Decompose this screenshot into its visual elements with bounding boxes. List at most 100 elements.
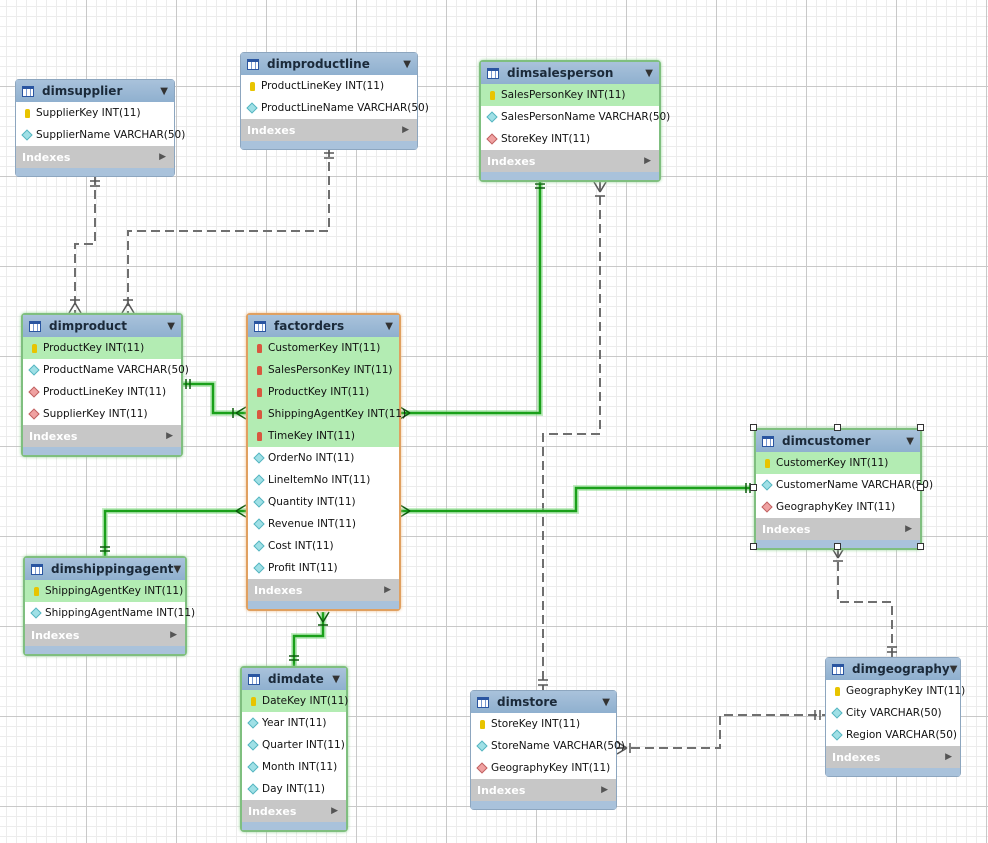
collapse-arrow-icon[interactable]: ▼ (160, 85, 168, 97)
column-row[interactable]: OrderNo INT(11) (248, 447, 399, 469)
link-dimstore-dimgeography[interactable] (617, 714, 825, 749)
indexes-section[interactable]: Indexes▶ (471, 779, 616, 801)
column-row[interactable]: SupplierKey INT(11) (23, 403, 181, 425)
link-dimsupplier-dimproduct[interactable] (74, 176, 96, 313)
column-row[interactable]: Quantity INT(11) (248, 491, 399, 513)
indexes-section[interactable]: Indexes▶ (16, 146, 174, 168)
column-row[interactable]: Day INT(11) (242, 778, 346, 800)
table-header[interactable]: dimstore ▼ (471, 691, 616, 713)
column-row[interactable]: SupplierKey INT(11) (16, 102, 174, 124)
resize-handle[interactable] (917, 543, 924, 550)
collapse-arrow-icon[interactable]: ▼ (385, 320, 393, 332)
resize-handle[interactable] (834, 543, 841, 550)
table-dimsupplier[interactable]: dimsupplier ▼ SupplierKey INT(11) Suppli… (15, 79, 185, 177)
column-row[interactable]: ShippingAgentName INT(11) (25, 602, 195, 624)
expand-arrow-icon[interactable]: ▶ (331, 806, 338, 816)
column-row[interactable]: LineItemNo INT(11) (248, 469, 399, 491)
column-row[interactable]: GeographyKey INT(11) (756, 496, 920, 518)
column-row[interactable]: SalesPersonName VARCHAR(50) (481, 106, 670, 128)
column-row-selected[interactable]: CustomerKey INT(11) (756, 452, 920, 474)
collapse-arrow-icon[interactable]: ▼ (949, 663, 958, 675)
expand-arrow-icon[interactable]: ▶ (170, 630, 177, 640)
column-row[interactable]: StoreKey INT(11) (481, 128, 659, 150)
column-row[interactable]: City VARCHAR(50) (826, 702, 960, 724)
table-dimdate[interactable]: dimdate ▼ DateKey INT(11) Year INT(11) Q… (240, 666, 348, 832)
table-header[interactable]: dimsupplier ▼ (16, 80, 174, 102)
collapse-arrow-icon[interactable]: ▼ (173, 563, 182, 575)
expand-arrow-icon[interactable]: ▶ (644, 156, 651, 166)
column-row-selected[interactable]: CustomerKey INT(11) (248, 337, 399, 359)
table-header[interactable]: dimsalesperson ▼ (481, 62, 659, 84)
expand-arrow-icon[interactable]: ▶ (601, 785, 608, 795)
column-row-selected[interactable]: ProductKey INT(11) (23, 337, 181, 359)
table-header[interactable]: factorders ▼ (248, 315, 399, 337)
column-row-selected[interactable]: SalesPersonKey INT(11) (481, 84, 659, 106)
table-dimproduct[interactable]: dimproduct ▼ ProductKey INT(11) ProductN… (21, 313, 189, 457)
column-row[interactable]: Month INT(11) (242, 756, 346, 778)
table-factorders[interactable]: factorders ▼ CustomerKey INT(11) SalesPe… (246, 313, 406, 611)
column-row[interactable]: StoreName VARCHAR(50) (471, 735, 625, 757)
column-row[interactable]: ProductLineKey INT(11) (241, 75, 417, 97)
table-header[interactable]: dimcustomer ▼ (756, 430, 920, 452)
link-dimproductline-dimproduct[interactable] (127, 148, 330, 313)
collapse-arrow-icon[interactable]: ▼ (332, 673, 340, 685)
resize-handle[interactable] (917, 424, 924, 431)
column-row[interactable]: Revenue INT(11) (248, 513, 399, 535)
column-row[interactable]: GeographyKey INT(11) (471, 757, 616, 779)
table-dimcustomer[interactable]: dimcustomer ▼ CustomerKey INT(11) Custom… (754, 428, 933, 550)
column-row[interactable]: Region VARCHAR(50) (826, 724, 960, 746)
expand-arrow-icon[interactable]: ▶ (945, 752, 952, 762)
table-header[interactable]: dimshippingagent ▼ (25, 558, 185, 580)
column-row[interactable]: SupplierName VARCHAR(50) (16, 124, 185, 146)
expand-arrow-icon[interactable]: ▶ (159, 152, 166, 162)
link-dimcustomer-dimgeography[interactable] (837, 548, 893, 657)
indexes-section[interactable]: Indexes▶ (756, 518, 920, 540)
column-row[interactable]: CustomerName VARCHAR(50) (756, 474, 933, 496)
link-identifying-lines[interactable] (103, 182, 755, 666)
column-row-selected[interactable]: SalesPersonKey INT(11) (248, 359, 399, 381)
column-row-selected[interactable]: ProductKey INT(11) (248, 381, 399, 403)
collapse-arrow-icon[interactable]: ▼ (645, 67, 653, 79)
column-row[interactable]: Quarter INT(11) (242, 734, 346, 756)
indexes-section[interactable]: Indexes▶ (23, 425, 181, 447)
table-header[interactable]: dimgeography ▼ (826, 658, 960, 680)
collapse-arrow-icon[interactable]: ▼ (906, 435, 914, 447)
column-row-selected[interactable]: ShippingAgentKey INT(11) (248, 403, 406, 425)
indexes-section[interactable]: Indexes▶ (248, 579, 399, 601)
column-row[interactable]: ProductLineKey INT(11) (23, 381, 181, 403)
column-row[interactable]: ProductLineName VARCHAR(50) (241, 97, 429, 119)
table-dimgeography[interactable]: dimgeography ▼ GeographyKey INT(11) City… (825, 657, 965, 777)
column-row[interactable]: ProductName VARCHAR(50) (23, 359, 189, 381)
expand-arrow-icon[interactable]: ▶ (384, 585, 391, 595)
resize-handle[interactable] (917, 484, 924, 491)
indexes-section[interactable]: Indexes▶ (242, 800, 346, 822)
resize-handle[interactable] (750, 543, 757, 550)
indexes-section[interactable]: Indexes▶ (25, 624, 185, 646)
column-row-selected[interactable]: ShippingAgentKey INT(11) (25, 580, 185, 602)
table-dimproductline[interactable]: dimproductline ▼ ProductLineKey INT(11) … (240, 52, 429, 150)
column-row-selected[interactable]: TimeKey INT(11) (248, 425, 399, 447)
collapse-arrow-icon[interactable]: ▼ (403, 58, 411, 70)
column-row[interactable]: Cost INT(11) (248, 535, 399, 557)
link-dimsalesperson-dimstore[interactable] (542, 182, 601, 690)
expand-arrow-icon[interactable]: ▶ (402, 125, 409, 135)
indexes-section[interactable]: Indexes▶ (481, 150, 659, 172)
table-dimstore[interactable]: dimstore ▼ StoreKey INT(11) StoreName VA… (470, 690, 625, 810)
indexes-section[interactable]: Indexes▶ (241, 119, 417, 141)
column-row[interactable]: GeographyKey INT(11) (826, 680, 965, 702)
resize-handle[interactable] (750, 424, 757, 431)
expand-arrow-icon[interactable]: ▶ (166, 431, 173, 441)
column-row-selected[interactable]: DateKey INT(11) (242, 690, 348, 712)
column-row[interactable]: Year INT(11) (242, 712, 346, 734)
table-header[interactable]: dimproduct ▼ (23, 315, 181, 337)
table-dimshippingagent[interactable]: dimshippingagent ▼ ShippingAgentKey INT(… (23, 556, 195, 656)
collapse-arrow-icon[interactable]: ▼ (602, 696, 610, 708)
column-row[interactable]: StoreKey INT(11) (471, 713, 616, 735)
indexes-section[interactable]: Indexes▶ (826, 746, 960, 768)
column-row[interactable]: Profit INT(11) (248, 557, 399, 579)
collapse-arrow-icon[interactable]: ▼ (167, 320, 175, 332)
resize-handle[interactable] (750, 484, 757, 491)
table-dimsalesperson[interactable]: dimsalesperson ▼ SalesPersonKey INT(11) … (479, 60, 670, 182)
expand-arrow-icon[interactable]: ▶ (905, 524, 912, 534)
